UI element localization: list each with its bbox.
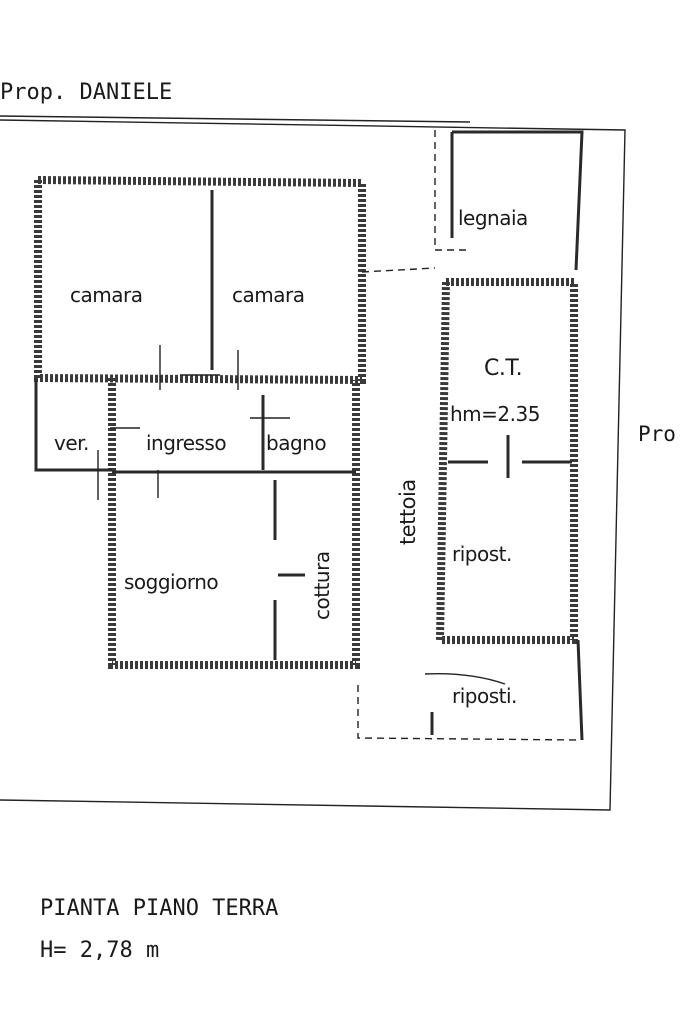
riposti-walls: [430, 639, 584, 741]
room-legnaia: legnaia: [458, 206, 528, 230]
annex-divider: [448, 435, 572, 478]
plan-title: PIANTA PIANO TERRA: [40, 896, 279, 921]
property-boundary: [0, 119, 626, 811]
room-cottura: cottura: [310, 551, 334, 620]
room-veranda: ver.: [54, 431, 89, 455]
room-riposti: riposti.: [452, 684, 517, 708]
legnaia-walls: [450, 130, 584, 271]
room-soggiorno: soggiorno: [124, 570, 219, 594]
room-ct-height: hm=2.35: [450, 402, 540, 426]
riposti-door: [424, 673, 506, 685]
owner-label: Prop. DANIELE: [0, 80, 173, 105]
annex-walls: [435, 278, 578, 644]
owner-right-label: Pro: [638, 422, 676, 446]
house-walls-top: [34, 175, 366, 385]
room-camera-right: camara: [232, 283, 305, 307]
room-camera-left: camara: [70, 283, 143, 307]
tettoia-outline: [357, 130, 581, 741]
house-walls-bottom: [108, 378, 360, 669]
property-boundary-top: [0, 115, 471, 123]
house-veranda-wall: [34, 380, 112, 472]
plan-height: H= 2,78 m: [40, 938, 160, 963]
room-tettoia: tettoia: [396, 479, 420, 545]
room-ripost: ripost.: [452, 542, 512, 566]
room-ct: C.T.: [484, 356, 523, 381]
room-bagno: bagno: [266, 431, 327, 455]
room-ingresso: ingresso: [146, 431, 227, 455]
wall-cottura: [273, 573, 305, 660]
door-marks: [97, 345, 290, 500]
